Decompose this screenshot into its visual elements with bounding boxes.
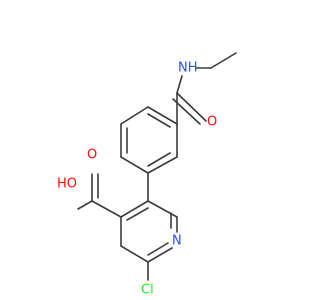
carboxyl-oxygen-label: O [87,148,97,163]
bond-benzene-4 [120,156,149,174]
bond-ethyl-ch3 [210,52,237,69]
bond-pyridine-1 [120,200,149,218]
bond-ring-carboxyl [91,200,122,218]
bond-pyridine-6 [147,200,178,218]
carboxyl-oh-label: HO [57,177,77,192]
molecule-structure-diagram: NH O HO O N Cl [57,52,237,298]
bond-carboxyl-oh [77,200,93,210]
bond-benzene-inner-3 [147,152,171,167]
bond-benzene-inner-1 [147,113,171,128]
bond-benzene-1 [147,106,178,125]
bond-pyridine-inner-1 [126,207,149,221]
atom-labels: NH O HO O N Cl [57,61,217,298]
pyridine-nitrogen-label: N [172,234,182,249]
bond-pyridine-4 [147,247,173,263]
bond-carbonyl-o [176,92,207,122]
bond-pyridine-3 [120,245,149,263]
bond-pyridine-inner-2 [147,242,169,256]
bond-benzene-2 [120,106,149,125]
bond-benzene-5 [147,156,178,174]
chlorine-label: Cl [141,283,154,298]
bonds [77,52,237,281]
nh-label: NH [178,61,198,76]
bond-n-carbonyl [176,75,183,94]
amide-oxygen-label: O [207,115,217,130]
